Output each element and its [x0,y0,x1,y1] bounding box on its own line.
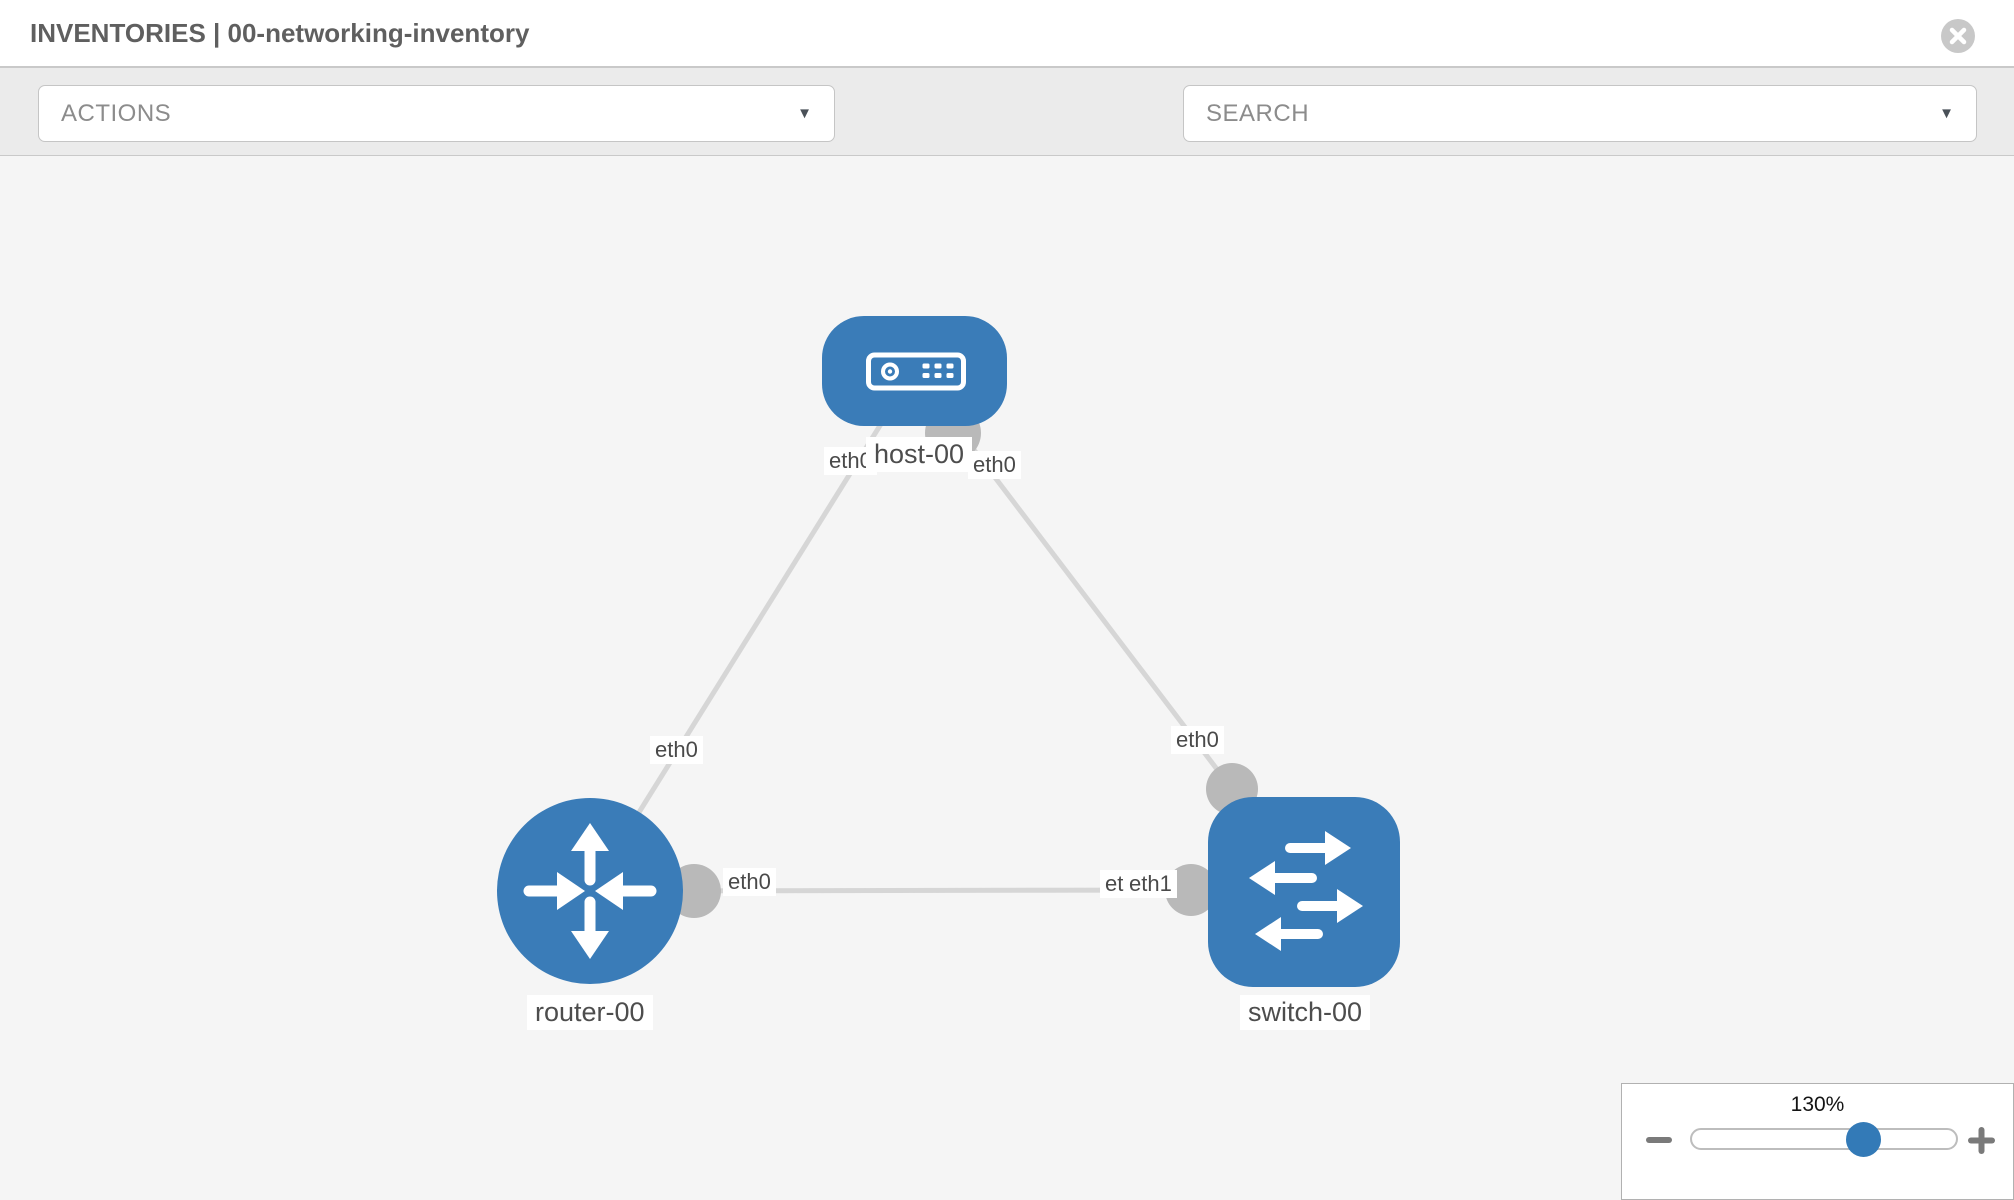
server-icon [866,352,966,391]
close-button[interactable] [1941,19,1975,53]
zoom-level-value: 130% [1790,1093,1845,1116]
node-switch[interactable] [1208,797,1400,987]
node-label-router: router-00 [527,995,653,1030]
interface-label: eth0 [723,868,776,896]
interface-label: eth0 [968,451,1021,479]
interface-circle-switch-eth1[interactable] [1165,864,1217,916]
toolbar: ACTIONS ▼ SEARCH ▼ [0,68,2014,201]
actions-dropdown-label: ACTIONS [61,99,172,127]
node-router[interactable] [497,798,683,984]
node-label-host: host-00 [866,437,973,472]
interface-label: eth1 [1124,870,1177,898]
topology-canvas[interactable] [0,156,2014,1200]
zoom-in-button[interactable] [1966,1126,1996,1154]
search-dropdown[interactable]: SEARCH ▼ [1183,85,1977,142]
zoom-slider-thumb[interactable] [1846,1122,1881,1157]
page-title: INVENTORIES | 00-networking-inventory [30,18,530,48]
interface-label: eth0 [1171,726,1224,754]
switch-icon [1249,831,1363,951]
node-label-switch: switch-00 [1240,995,1371,1030]
search-dropdown-label: SEARCH [1206,99,1310,127]
plus-icon [1967,1126,1995,1154]
zoom-out-button[interactable] [1644,1130,1674,1150]
zoom-slider-track[interactable] [1690,1128,1958,1150]
node-host[interactable] [822,316,1007,426]
header: INVENTORIES | 00-networking-inventory [0,0,2014,68]
minus-icon [1646,1137,1672,1143]
interface-label: eth0 [650,736,703,764]
router-icon [523,823,657,959]
actions-dropdown[interactable]: ACTIONS ▼ [38,85,835,142]
zoom-panel: 130% [1621,1083,2014,1200]
chevron-down-icon: ▼ [1939,105,1954,122]
close-icon [1949,27,1967,45]
chevron-down-icon: ▼ [797,105,812,122]
interface-endpoints [667,405,1258,918]
